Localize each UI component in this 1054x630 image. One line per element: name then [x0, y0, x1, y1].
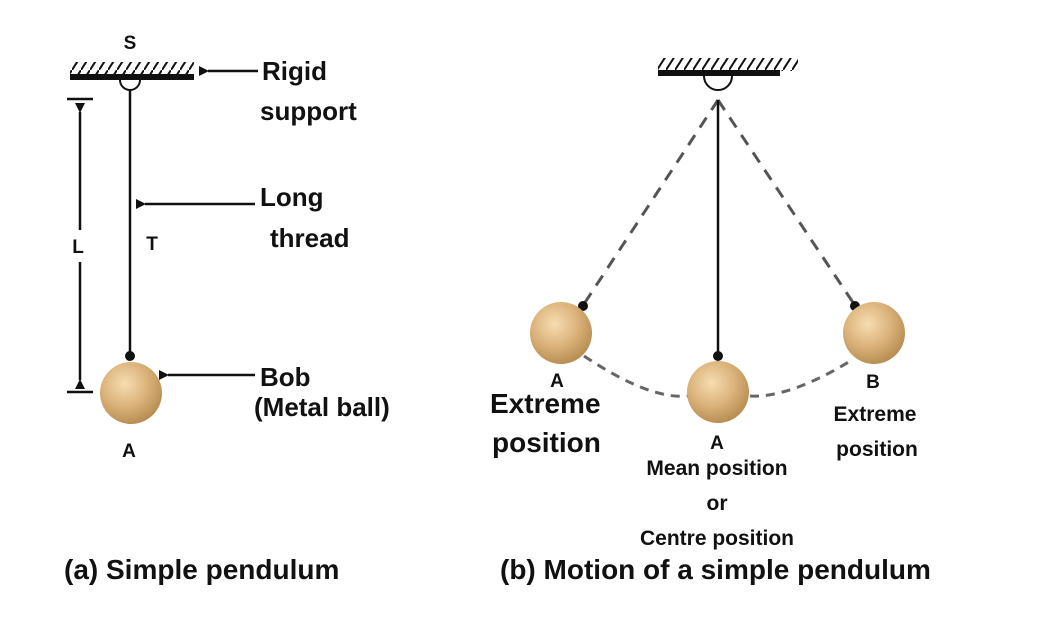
support-hatching	[658, 58, 798, 71]
center-desc-line3: Centre position	[640, 527, 794, 550]
bob-callout-line2: (Metal ball)	[254, 392, 390, 422]
support-hatching	[70, 62, 194, 75]
thread-callout-line1: Long	[260, 182, 324, 212]
right-bob	[843, 302, 905, 364]
center-point-label: A	[710, 433, 724, 454]
right-desc-line2: position	[836, 438, 918, 461]
support-callout-line1: Rigid	[262, 56, 327, 86]
swing-arc-left	[583, 354, 689, 398]
right-desc-line1: Extreme	[834, 403, 917, 426]
bob-point-label: A	[122, 441, 136, 462]
support-beam	[658, 70, 780, 76]
rigid-support-b	[658, 58, 798, 91]
thread-knot	[125, 351, 135, 361]
support-hook	[119, 79, 141, 91]
panel-a-simple-pendulum: S Rigid support Long thread T L Bob (Met…	[64, 33, 390, 585]
left-thread-dashed	[582, 99, 720, 305]
length-label: L	[72, 237, 84, 258]
support-hook	[703, 75, 733, 91]
tension-label: T	[146, 234, 158, 255]
length-dimension	[67, 97, 93, 394]
left-desc-line1: Extreme	[490, 388, 601, 419]
support-label: S	[124, 33, 137, 54]
right-point-label: B	[866, 372, 880, 393]
bob-callout-line1: Bob	[260, 362, 311, 392]
rigid-support	[70, 62, 194, 91]
support-beam	[70, 74, 194, 80]
support-callout-line2: support	[260, 96, 357, 126]
left-point-label: A	[550, 371, 564, 392]
panel-a-caption: (a) Simple pendulum	[64, 554, 339, 585]
center-desc-line1: Mean position	[646, 457, 787, 480]
panel-b-caption: (b) Motion of a simple pendulum	[500, 554, 931, 585]
center-desc-line2: or	[707, 492, 728, 515]
right-thread-dashed	[716, 99, 856, 305]
panel-b-pendulum-motion: A Extreme position A Mean position or Ce…	[490, 58, 931, 585]
center-knot	[713, 351, 723, 361]
left-desc-line2: position	[492, 427, 601, 458]
thread-callout-line2: thread	[270, 223, 349, 253]
swing-arc-right	[749, 358, 853, 398]
left-bob	[530, 302, 592, 364]
left-knot	[578, 301, 588, 311]
center-bob	[687, 361, 749, 423]
bob	[100, 362, 162, 424]
